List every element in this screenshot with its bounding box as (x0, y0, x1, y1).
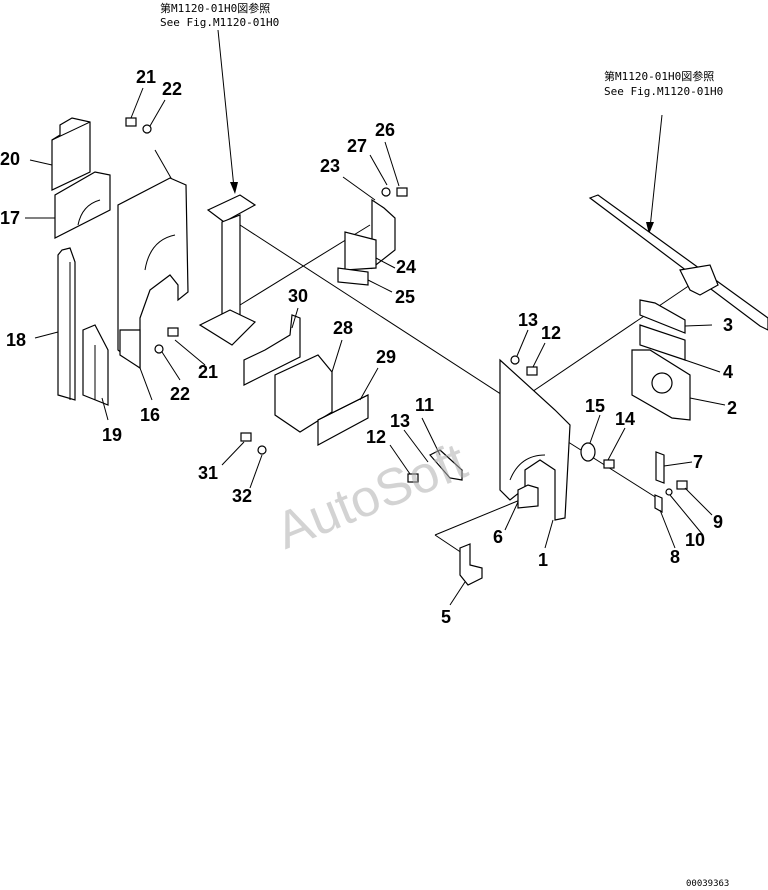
callout-17: 17 (0, 208, 20, 228)
callout-12-lower: 12 (366, 427, 386, 447)
part-18-bar (57, 247, 76, 401)
callout-30: 30 (288, 286, 308, 306)
callout-16: 16 (140, 405, 160, 425)
right-rail (588, 194, 768, 331)
callout-13-upper: 13 (518, 310, 538, 330)
right-reference-jp: 第M1120-01H0図参照 (604, 69, 714, 83)
callout-15: 15 (585, 396, 605, 416)
top-reference-arrow (217, 29, 238, 194)
bolt-14 (603, 459, 615, 469)
callout-9: 9 (713, 512, 723, 532)
callout-12-upper: 12 (541, 323, 561, 343)
part-17-pad (54, 171, 111, 239)
part-1-plate (499, 358, 571, 521)
part-19-bracket (82, 324, 109, 406)
guide-lines (154, 149, 691, 556)
part-29-block (317, 394, 369, 447)
bolt-31 (240, 432, 267, 455)
callout-8: 8 (670, 547, 680, 567)
callout-22-lower: 22 (170, 384, 190, 404)
callout-2: 2 (727, 398, 737, 418)
callout-22-top: 22 (162, 79, 182, 99)
top-reference-en: See Fig.M1120-01H0 (160, 16, 279, 29)
callout-5: 5 (441, 607, 451, 627)
callout-26: 26 (375, 120, 395, 140)
callout-14: 14 (615, 409, 635, 429)
part-28-plate (274, 354, 333, 433)
callout-21-top: 21 (136, 67, 156, 87)
part-15-washer (580, 442, 596, 462)
part-5-bracket (459, 543, 483, 586)
bolt-21-top (125, 117, 152, 134)
part-24-block (344, 231, 377, 271)
part-20-block (51, 117, 91, 191)
callout-10: 10 (685, 530, 705, 550)
stand-frame (198, 194, 257, 346)
callout-19: 19 (102, 425, 122, 445)
callout-24: 24 (396, 257, 416, 277)
callout-6: 6 (493, 527, 503, 547)
bolt-21-lower (154, 327, 179, 354)
part-7-pin (655, 451, 665, 484)
bolt-12-lower (407, 473, 419, 483)
callout-3: 3 (723, 315, 733, 335)
callout-27: 27 (347, 136, 367, 156)
callout-21-lower: 21 (198, 362, 218, 382)
part-8-clip (654, 480, 688, 514)
part-2-block (631, 349, 691, 421)
part-6-block (517, 484, 539, 509)
callout-32: 32 (232, 486, 252, 506)
right-reference-en: See Fig.M1120-01H0 (604, 85, 723, 98)
top-reference-jp: 第M1120-01H0図参照 (160, 1, 270, 15)
leader-lines (25, 87, 726, 606)
callout-1: 1 (538, 550, 548, 570)
callout-29: 29 (376, 347, 396, 367)
callout-numbers: 20 17 18 19 16 21 22 21 22 23 27 26 24 2… (0, 67, 737, 627)
part-3-spacer (639, 299, 686, 334)
callout-20: 20 (0, 149, 20, 169)
callout-23: 23 (320, 156, 340, 176)
callout-4: 4 (723, 362, 733, 382)
callout-31: 31 (198, 463, 218, 483)
callout-25: 25 (395, 287, 415, 307)
callout-28: 28 (333, 318, 353, 338)
callout-7: 7 (693, 452, 703, 472)
callout-13-lower: 13 (390, 411, 410, 431)
part-25-block (337, 267, 369, 286)
callout-18: 18 (6, 330, 26, 350)
bolt-13-12-upper (510, 355, 538, 376)
callout-11: 11 (415, 395, 434, 415)
right-reference-arrow (646, 114, 663, 234)
bolt-26 (381, 187, 408, 197)
part-30-block (243, 314, 301, 386)
part-16-panel (117, 177, 189, 370)
document-id: 00039363 (686, 879, 729, 889)
